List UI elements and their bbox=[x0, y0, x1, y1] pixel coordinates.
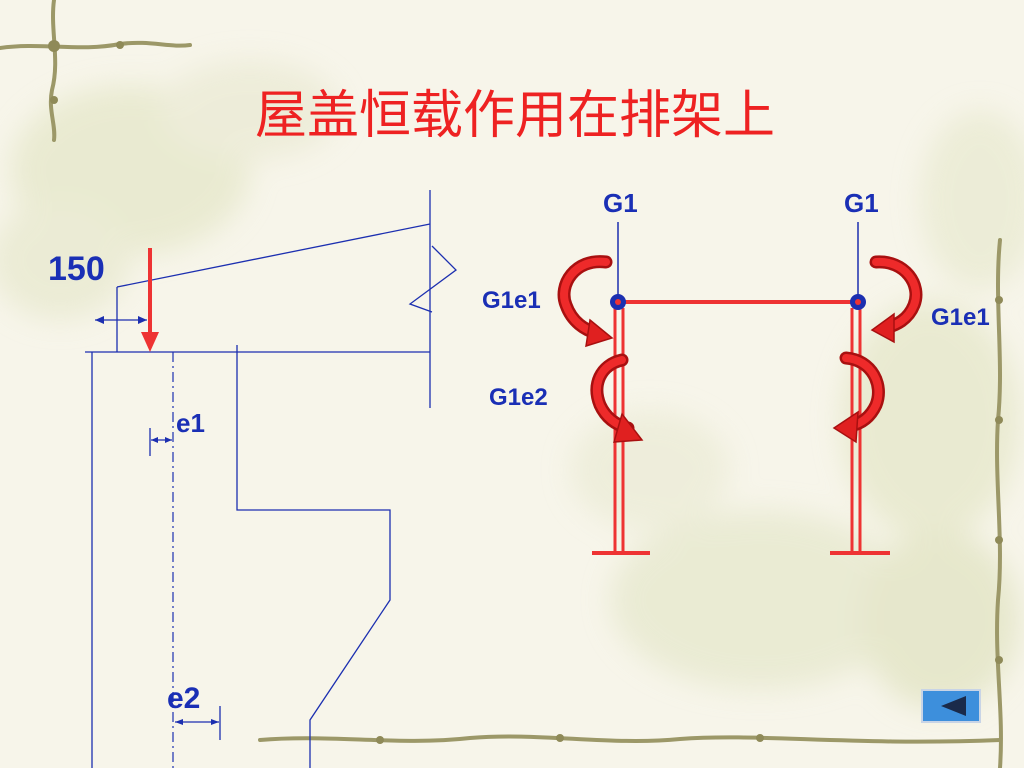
break-line-symbol bbox=[408, 245, 457, 313]
g1e1-right-label: G1e1 bbox=[931, 304, 990, 331]
g1-left-label: G1 bbox=[603, 188, 638, 218]
back-button[interactable] bbox=[921, 689, 981, 723]
triangle-left-icon[interactable] bbox=[941, 696, 966, 716]
moment-arrow-g1e2-left bbox=[590, 353, 644, 443]
column-inner-outline bbox=[236, 345, 391, 768]
moment-arrow-g1e2-right bbox=[832, 351, 885, 444]
dimension-arrowhead-right bbox=[138, 316, 147, 324]
e2-arrowhead-left bbox=[175, 719, 183, 725]
e1-arrowhead-right bbox=[165, 437, 172, 443]
load-arrow-head bbox=[141, 332, 159, 352]
background-floral-decoration bbox=[0, 60, 1024, 710]
column-section-diagram: 150 e1 e2 bbox=[48, 190, 457, 768]
moment-arrow-g1e1-left bbox=[557, 255, 614, 348]
slide-title: 屋盖恒载作用在排架上 bbox=[255, 86, 775, 146]
dimension-arrowhead-left bbox=[95, 316, 104, 324]
e1-label: e1 bbox=[176, 408, 205, 438]
right-joint-dot bbox=[855, 299, 861, 305]
roof-top-chord bbox=[116, 223, 431, 288]
dimension-150-label: 150 bbox=[48, 250, 105, 288]
g1-right-label: G1 bbox=[844, 188, 879, 218]
e1-arrowhead-left bbox=[151, 437, 158, 443]
g1e1-left-label: G1e1 bbox=[482, 287, 541, 314]
left-joint-dot bbox=[615, 299, 621, 305]
bent-frame-diagram: G1 G1 bbox=[482, 188, 990, 555]
moment-arrow-g1e1-right bbox=[869, 255, 923, 344]
e2-label: e2 bbox=[167, 682, 200, 715]
e2-arrowhead-right bbox=[211, 719, 219, 725]
vine-border-decoration bbox=[0, 0, 1003, 768]
g1e2-label: G1e2 bbox=[489, 384, 548, 411]
